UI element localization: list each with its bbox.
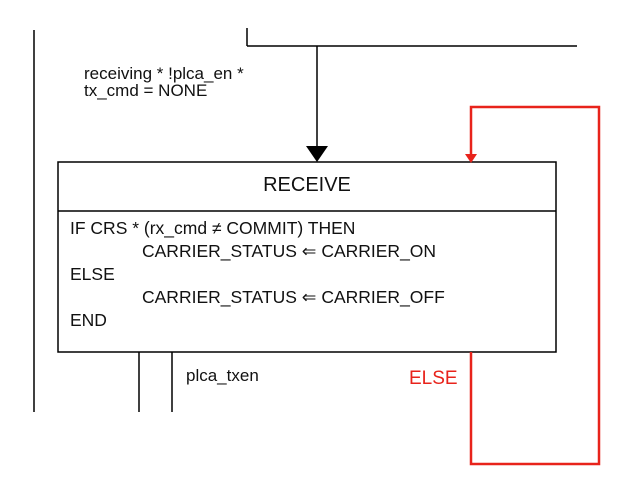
action-line-end: END [70, 310, 107, 330]
transition-in-condition-line1: receiving * !plca_en * [84, 64, 244, 83]
transition-in-condition-line2: tx_cmd = NONE [84, 81, 208, 100]
incoming-arrowhead [306, 146, 328, 162]
else-loop-label: ELSE [409, 368, 458, 389]
else-loop-arrowhead [465, 154, 477, 163]
action-line-carrier-off: CARRIER_STATUS ⇐ CARRIER_OFF [142, 287, 445, 307]
state-box [57, 161, 557, 353]
state-name: RECEIVE [263, 174, 351, 196]
else-loop-line [469, 105, 601, 466]
action-line-carrier-on: CARRIER_STATUS ⇐ CARRIER_ON [142, 241, 437, 261]
action-line-if: IF CRS * (rx_cmd ≠ COMMIT) THEN [70, 218, 356, 238]
action-line-else: ELSE [70, 264, 115, 284]
transition-out-condition: plca_txen [186, 366, 259, 385]
